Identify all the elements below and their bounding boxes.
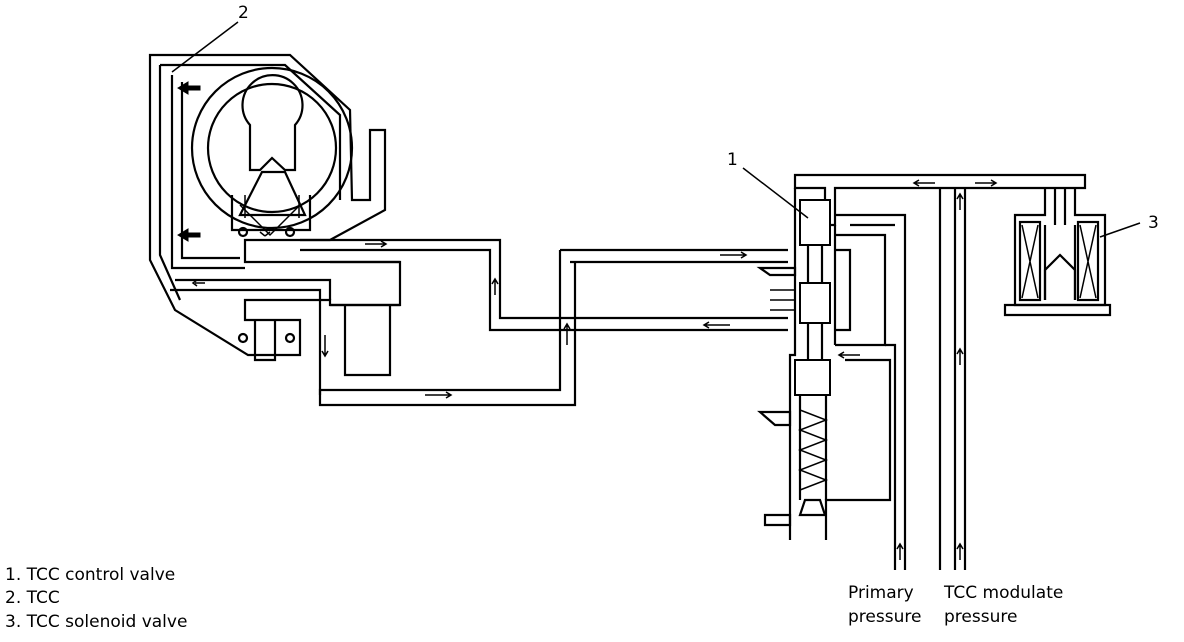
converter-stator <box>238 170 307 217</box>
valve-exhaust-port <box>757 410 792 427</box>
arrow-apply-bottom <box>177 228 201 242</box>
valve-plunger <box>794 359 831 396</box>
leader-1 <box>742 167 809 219</box>
release-passage-bottom <box>170 288 322 395</box>
valve-spring <box>797 409 829 491</box>
flow-lines-vertical <box>244 195 300 218</box>
tcc-control-valve <box>756 173 1087 540</box>
arrow-tcc-up-bottom <box>956 542 964 560</box>
pressure-lines <box>835 179 998 570</box>
arrow-middle-right <box>720 251 748 259</box>
callout-leaders <box>171 21 1141 238</box>
flow-lines-stator <box>239 204 301 237</box>
converter-torus-outer <box>190 66 354 230</box>
tcc-modulate-line-left <box>938 188 957 570</box>
converter-inner-wall <box>160 63 342 200</box>
leader-2 <box>171 21 239 73</box>
arrow-valve-feed <box>837 351 860 359</box>
legend-item-2: 2. TCC <box>5 588 60 608</box>
valve-spring-bore <box>798 395 828 500</box>
arrow-top-left <box>912 179 935 187</box>
valve-port-inner <box>835 248 852 332</box>
solenoid-coil-right <box>1076 220 1100 302</box>
converter-left-wall <box>158 65 182 301</box>
arrow-tcc-up-middle <box>956 347 964 365</box>
release-passage-top <box>175 278 332 300</box>
converter-torus-inner <box>206 82 338 214</box>
converter-core <box>230 195 312 232</box>
arrow-up-mid-passage <box>563 322 571 345</box>
input-shaft <box>330 260 400 377</box>
passage-upper-inner <box>300 248 788 332</box>
arrow-upper-right <box>365 240 388 248</box>
arrow-lower-right <box>425 391 453 399</box>
callout-1: 1 <box>727 150 738 170</box>
valve-end-plug <box>763 513 792 527</box>
arrow-up-left-passage <box>491 277 499 295</box>
converter-outer-housing <box>148 53 402 357</box>
bearing-left <box>237 226 249 238</box>
apply-passage-outer <box>170 75 245 270</box>
primary-pressure-line-outer <box>835 213 907 570</box>
arrow-release-down <box>321 335 329 358</box>
primary-pressure-label-line2: pressure <box>848 607 921 627</box>
legend: 1. TCC control valve 2. TCC 3. TCC solen… <box>5 565 187 632</box>
tcc-modulate-label-line1: TCC modulate <box>943 583 1063 603</box>
pressure-labels: Primary pressure TCC modulate pressure <box>848 583 1063 627</box>
primary-pressure-line-inner <box>850 223 897 570</box>
solenoid-base <box>1003 303 1112 317</box>
hydraulic-passages <box>300 238 788 407</box>
callout-3: 3 <box>1148 213 1159 233</box>
arrow-apply-top <box>177 81 201 95</box>
valve-spool-stem-1 <box>806 245 824 283</box>
solenoid-core <box>1043 225 1077 300</box>
valve-spool-land-2 <box>799 282 831 324</box>
arrow-release-left <box>191 279 205 287</box>
solenoid-plunger <box>1043 253 1077 300</box>
arrow-primary-up <box>896 542 904 560</box>
arrow-return-left <box>702 321 730 329</box>
shaft-bushing <box>253 320 277 362</box>
tcc-solenoid-valve <box>1003 188 1112 317</box>
arrow-top-right <box>975 179 998 187</box>
valve-spool-land-1 <box>799 199 831 246</box>
converter-turbine-hub <box>241 74 304 172</box>
solenoid-coil-windings <box>1021 224 1097 299</box>
valve-side-port <box>835 233 887 347</box>
callout-2: 2 <box>238 3 249 23</box>
valve-feed-passage <box>824 358 892 540</box>
apply-passage-inner <box>180 82 240 260</box>
bearing-right <box>284 226 296 238</box>
primary-pressure-label-line1: Primary <box>848 583 914 603</box>
solenoid-nozzle <box>1053 188 1067 225</box>
arrow-tcc-up-top <box>956 192 964 210</box>
valve-exhaust-lines <box>770 289 795 311</box>
passage-lower-loop <box>318 250 577 407</box>
tcc-modulate-label-line2: pressure <box>944 607 1017 627</box>
legend-item-3: 3. TCC solenoid valve <box>5 612 187 632</box>
bearing-lower-left <box>237 332 249 344</box>
leader-3 <box>1099 222 1141 238</box>
bearing-lower-right <box>284 332 296 344</box>
arrow-small-inner <box>259 231 271 237</box>
legend-item-1: 1. TCC control valve <box>5 565 175 585</box>
torque-converter <box>148 53 402 395</box>
passage-upper-outer <box>300 238 788 320</box>
valve-exhaust-port-upper <box>756 266 797 277</box>
solenoid-coil-left <box>1018 220 1042 302</box>
valve-end-cap <box>798 498 827 517</box>
valve-spool-stem-2 <box>806 323 824 360</box>
